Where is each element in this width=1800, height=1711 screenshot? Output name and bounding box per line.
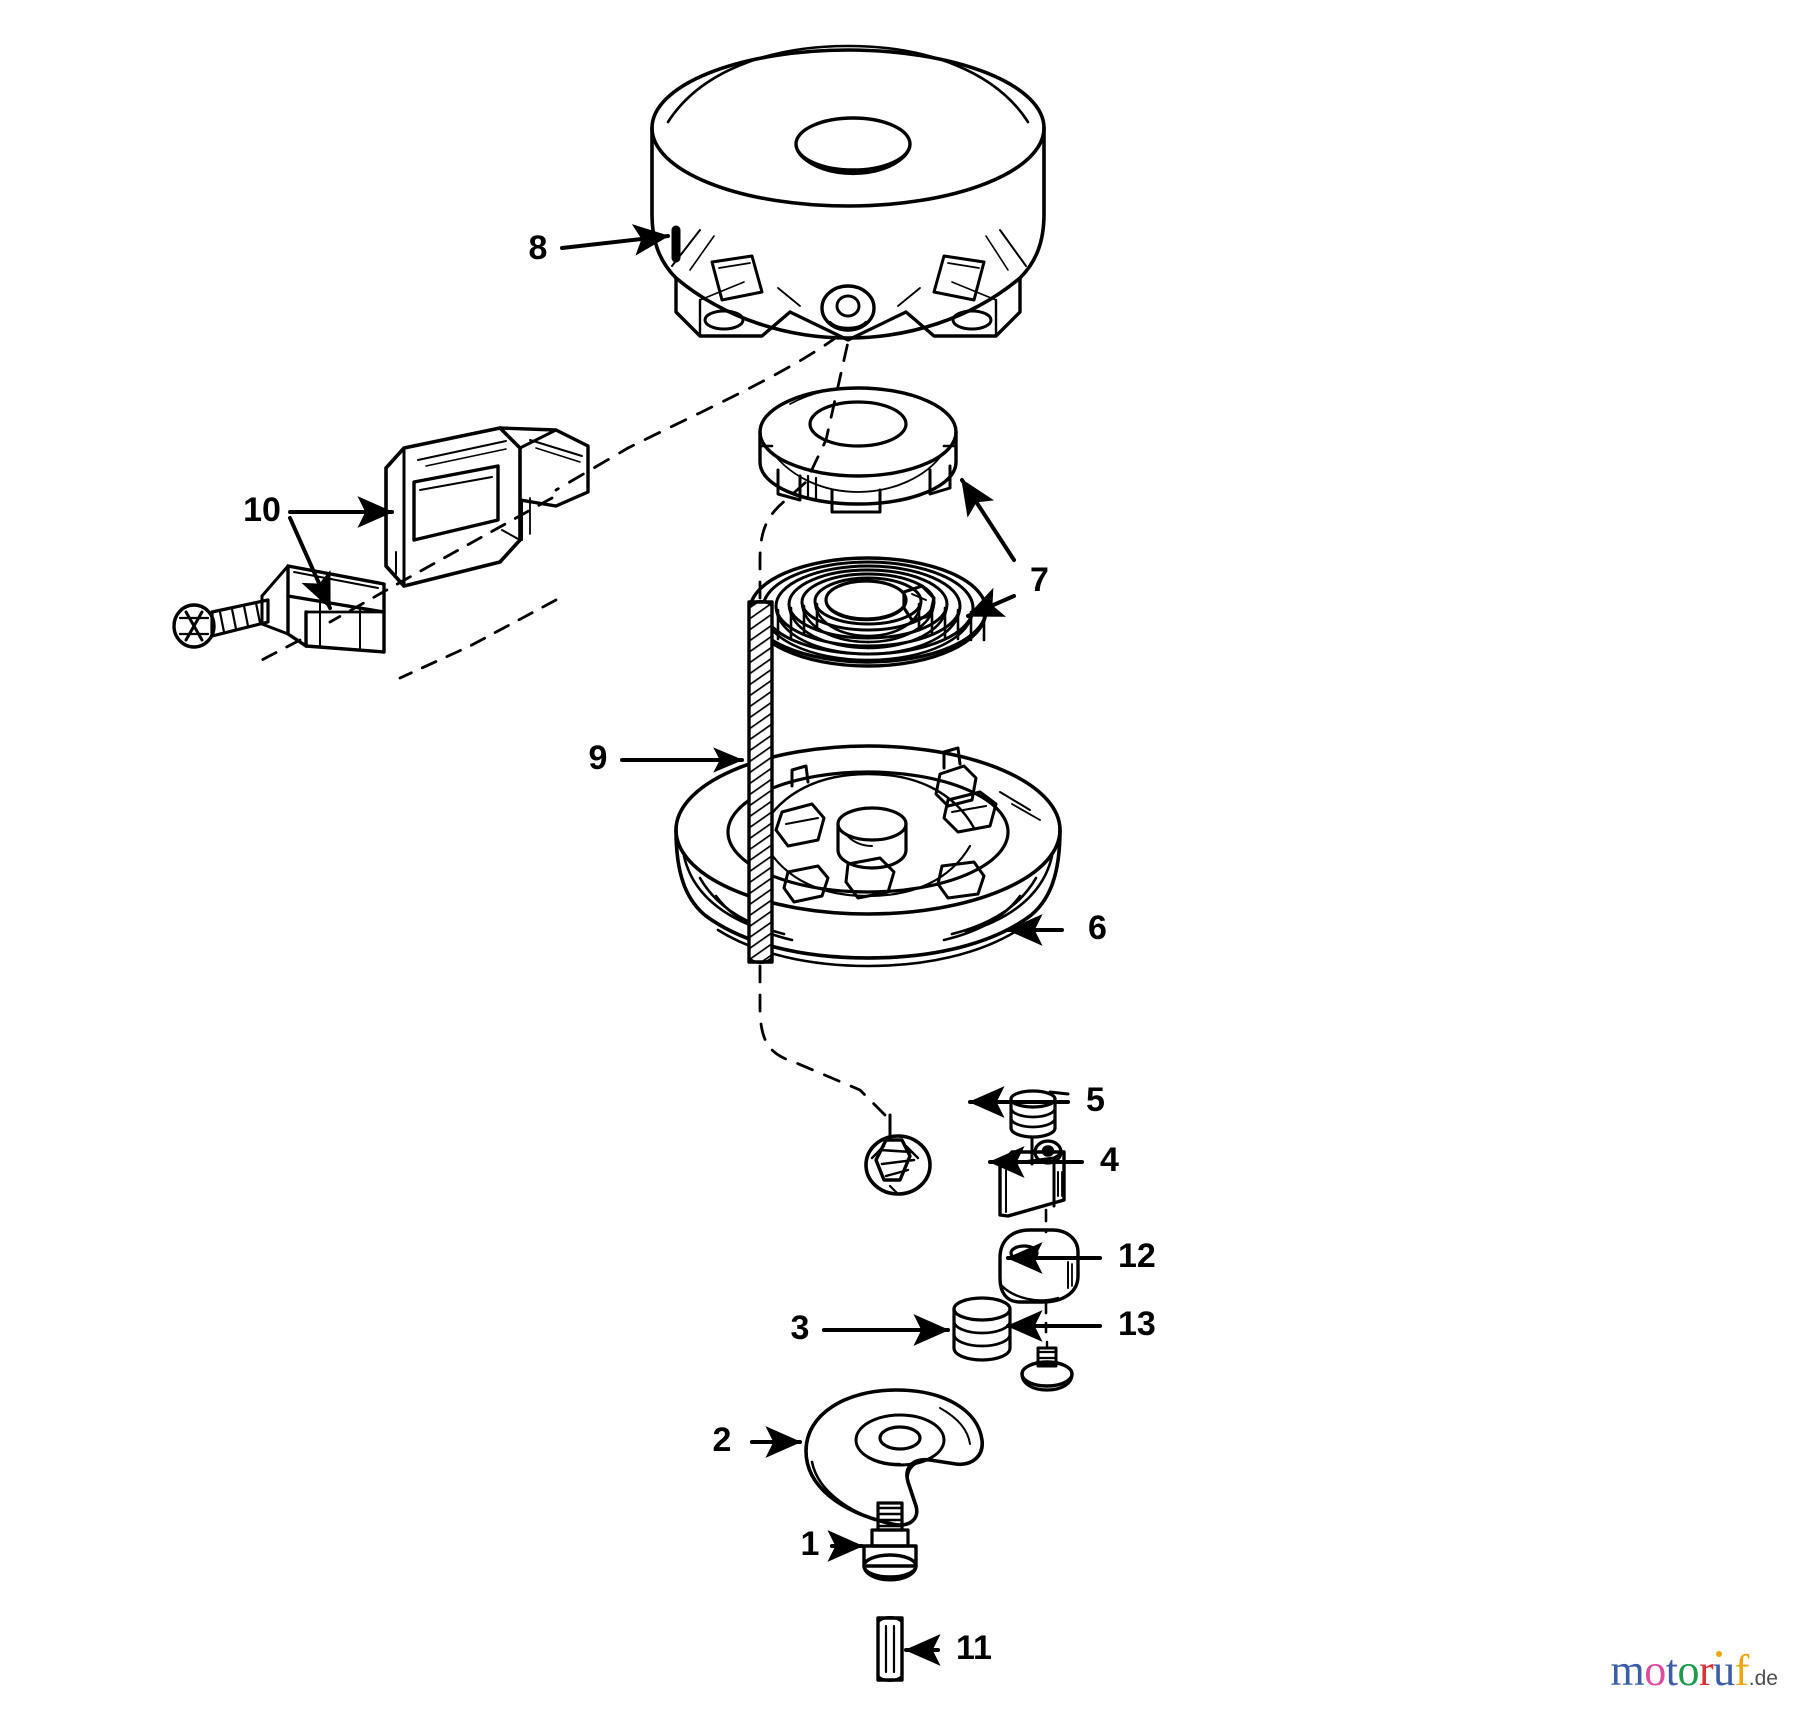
watermark-letter-u: u bbox=[1713, 1646, 1735, 1695]
watermark-letter-t: t bbox=[1665, 1646, 1678, 1695]
callout-label-3: 3 bbox=[791, 1309, 810, 1347]
callout-label-6: 6 bbox=[1088, 909, 1107, 947]
watermark-letter-o2: o bbox=[1677, 1646, 1699, 1695]
callout-label-11: 11 bbox=[956, 1629, 992, 1667]
callout-label-9: 9 bbox=[589, 739, 608, 777]
watermark-letter-f: f bbox=[1734, 1646, 1750, 1695]
part-7-recoil-spring bbox=[748, 556, 988, 668]
watermark-letter-o1: o bbox=[1644, 1646, 1666, 1695]
callout-label-1: 1 bbox=[801, 1525, 820, 1563]
leader-8 bbox=[560, 224, 670, 256]
motoruf-watermark: motoruf.de bbox=[1611, 1649, 1778, 1693]
leader-7-b bbox=[966, 587, 1016, 618]
leader-10-b bbox=[288, 516, 332, 610]
handle-insert-dashed bbox=[256, 496, 558, 680]
watermark-dot bbox=[1716, 1651, 1722, 1657]
callout-leaders bbox=[288, 224, 1102, 1666]
part-3-compression-spring bbox=[952, 1296, 1012, 1362]
part-8-starter-housing bbox=[650, 44, 1046, 342]
callout-label-10: 10 bbox=[243, 491, 281, 529]
part-13-retainer-screw bbox=[1020, 1340, 1074, 1392]
part-12-retainer-plate bbox=[998, 1228, 1080, 1304]
callout-label-13: 13 bbox=[1118, 1305, 1156, 1343]
callout-label-8: 8 bbox=[529, 229, 548, 267]
callout-label-5: 5 bbox=[1086, 1081, 1105, 1119]
brake-spring-clip bbox=[864, 1113, 932, 1196]
rope-routing-dashed bbox=[554, 334, 892, 1122]
watermark-letter-r: r bbox=[1698, 1646, 1714, 1695]
part-1-shoulder-screw bbox=[862, 1501, 918, 1582]
callout-label-12: 12 bbox=[1118, 1237, 1156, 1275]
part-10-handle-insert bbox=[260, 564, 386, 654]
watermark-suffix: .de bbox=[1748, 1667, 1778, 1690]
callout-label-4: 4 bbox=[1100, 1141, 1119, 1179]
part-11-roll-pin bbox=[876, 1616, 904, 1682]
part-6-rope-pulley bbox=[674, 744, 1062, 968]
part-5-pawl-spring bbox=[1009, 1089, 1070, 1166]
watermark-letter-m: m bbox=[1610, 1646, 1645, 1695]
part-2-brake-cam-washer bbox=[804, 1388, 984, 1528]
callout-label-2: 2 bbox=[713, 1421, 732, 1459]
callout-number-labels: 1 2 3 4 5 6 7 8 9 10 11 12 13 bbox=[243, 229, 1156, 1667]
part-7-spring-keeper bbox=[758, 386, 958, 514]
handle-insert-screw bbox=[172, 598, 270, 649]
leader-7-a bbox=[960, 478, 1016, 562]
callout-label-7: 7 bbox=[1030, 561, 1049, 599]
part-9-starter-rope bbox=[747, 600, 774, 964]
part-4-pawl-dog bbox=[998, 1139, 1066, 1218]
part-10-starter-handle bbox=[384, 426, 590, 588]
